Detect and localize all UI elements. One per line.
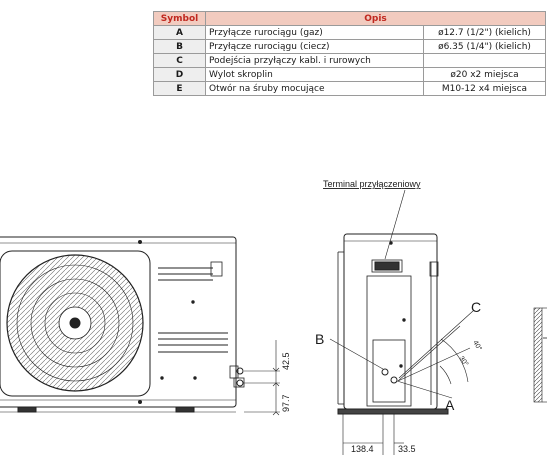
row-symbol: B [153, 39, 206, 54]
terminal-label: Terminal przyłączeniowy [323, 179, 421, 189]
callout-c: C [471, 299, 481, 315]
angle-upper: 40° [471, 339, 483, 352]
callout-a: A [445, 397, 455, 413]
dimension-top: 42.5 [281, 352, 291, 370]
header-description: Opis [204, 11, 547, 26]
wall-section [533, 307, 547, 403]
terminal-block [371, 259, 403, 273]
table-row: E Otwór na śruby mocujące M10-12 x4 miej… [153, 81, 547, 96]
header-symbol: Symbol [153, 11, 206, 26]
front-dimensions [244, 340, 280, 416]
fan-guard [0, 250, 151, 397]
dimension-right: 33.5 [398, 444, 416, 454]
row-symbol: C [153, 53, 206, 68]
row-value: M10-12 x4 miejsca [422, 81, 547, 96]
angle-lower: 30° [457, 355, 470, 368]
side-dimensions [342, 414, 404, 455]
table-row: B Przyłącze rurociągu (ciecz) ø6.35 (1/4… [153, 39, 547, 54]
front-view [0, 236, 245, 413]
table-header-row: Symbol Opis [153, 11, 547, 26]
row-symbol: E [153, 81, 206, 96]
dimension-left: 138.4 [351, 444, 374, 454]
dimension-bottom: 97.7 [281, 394, 291, 412]
side-view [337, 233, 449, 415]
spec-table: Symbol Opis A Przyłącze rurociągu (gaz) … [153, 11, 547, 96]
callout-leaders [329, 310, 474, 399]
callout-b: B [315, 331, 324, 347]
